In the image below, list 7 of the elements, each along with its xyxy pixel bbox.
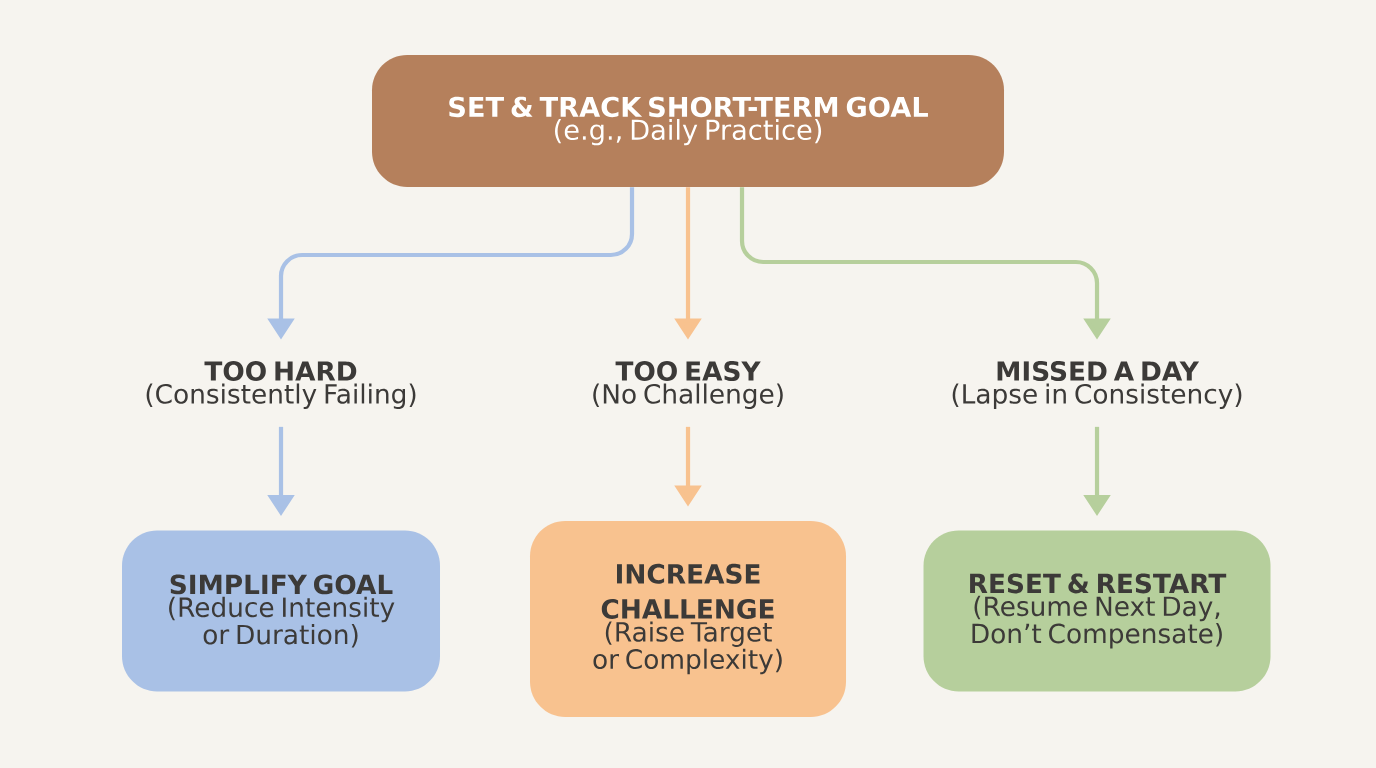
action-box: RESET & RESTART (Resume Next Day, Don’t Compensate): [923, 530, 1271, 692]
condition-label: TOO EASY (No Challenge): [593, 361, 783, 409]
condition-label: TOO HARD (Consistently Failing): [146, 361, 416, 409]
action-box: SIMPLIFY GOAL (Reduce Intensity or Duration): [122, 530, 440, 692]
goal-box: SET & TRACK SHORT-TERM GOAL (e.g., Daily Practice): [372, 55, 1004, 187]
action-box: INCREASE CHALLENGE (Raise Target or Complexity): [530, 521, 846, 717]
condition-label: MISSED A DAY (Lapse in Consistency): [952, 361, 1242, 409]
